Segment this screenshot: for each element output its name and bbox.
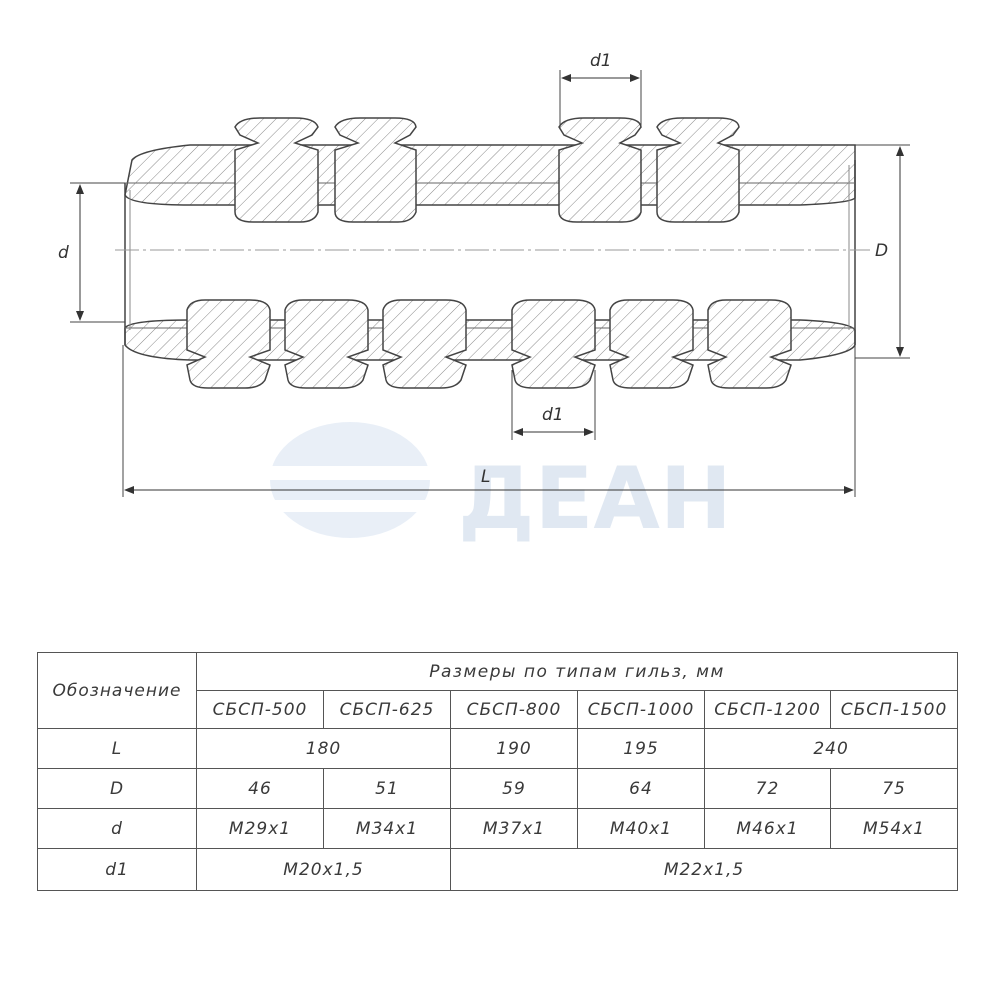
bottom-bolt	[382, 299, 467, 389]
type-header: СБСП-500	[196, 690, 324, 729]
bottom-bolt	[609, 299, 694, 389]
bottom-bolt	[186, 299, 271, 389]
bottom-bolt	[707, 299, 792, 389]
top-bolt	[656, 117, 740, 223]
table-row: Обозначение Размеры по типам гильз, мм	[37, 652, 959, 729]
table-cell: M54x1	[829, 808, 959, 849]
group-header: Размеры по типам гильз, мм	[195, 652, 959, 691]
table-cell: 51	[323, 768, 451, 809]
table-cell: M40x1	[577, 808, 705, 849]
table-row: d1 M20x1,5 M22x1,5	[37, 848, 959, 891]
table-cell: M29x1	[196, 808, 324, 849]
label-d1-top: d1	[590, 51, 612, 71]
dimension-D: D	[855, 144, 910, 359]
table-cell: 59	[450, 768, 578, 809]
row-label: D	[37, 768, 197, 809]
table-cell: 195	[577, 728, 705, 769]
table-row: D 46 51 59 64 72 75	[37, 768, 959, 809]
table-row: d M29x1 M34x1 M37x1 M40x1 M46x1 M54x1	[37, 808, 959, 849]
top-bolt	[334, 117, 417, 223]
watermark-text: ДЕАН	[458, 449, 732, 549]
type-header: СБСП-1000	[577, 690, 705, 729]
row-label: d	[37, 808, 197, 849]
sizes-table: Обозначение Размеры по типам гильз, мм С…	[37, 652, 959, 891]
table-cell: 240	[703, 728, 959, 769]
bottom-bolt	[284, 299, 369, 389]
label-d: d	[58, 243, 69, 263]
designation-header: Обозначение	[37, 652, 197, 729]
table-row: СБСП-500 СБСП-625 СБСП-800 СБСП-1000 СБС…	[38, 690, 959, 729]
type-header: СБСП-625	[323, 690, 451, 729]
table-cell: M22x1,5	[449, 848, 959, 891]
type-header: СБСП-800	[450, 690, 578, 729]
type-header: СБСП-1200	[704, 690, 831, 729]
label-D: D	[875, 241, 888, 261]
dimension-d1-top: d1	[559, 51, 642, 128]
table-cell: 180	[196, 728, 451, 769]
dimension-d1-bottom: d1	[511, 370, 596, 440]
table-cell: 46	[196, 768, 324, 809]
table-cell: M20x1,5	[196, 848, 451, 891]
row-label: d1	[37, 848, 197, 891]
top-bolt	[234, 117, 319, 223]
table-cell: 72	[704, 768, 831, 809]
bottom-bolt	[511, 299, 596, 389]
table-cell: M46x1	[704, 808, 831, 849]
table-cell: 190	[450, 728, 578, 769]
dimension-d: d	[58, 182, 125, 323]
label-d1-bottom: d1	[542, 405, 564, 425]
watermark-logo: ДЕАН	[260, 422, 732, 549]
table-row: L 180 190 195 240	[37, 728, 959, 769]
label-L: L	[481, 467, 490, 487]
top-bolt	[558, 117, 642, 223]
table-cell: M37x1	[450, 808, 578, 849]
table-cell: 64	[577, 768, 705, 809]
row-label: L	[37, 728, 197, 769]
type-header: СБСП-1500	[829, 690, 959, 729]
table-cell: 75	[829, 768, 959, 809]
sleeve-drawing: ДЕАН d1	[58, 51, 910, 549]
table-cell: M34x1	[323, 808, 451, 849]
dimension-L: L	[122, 345, 856, 497]
